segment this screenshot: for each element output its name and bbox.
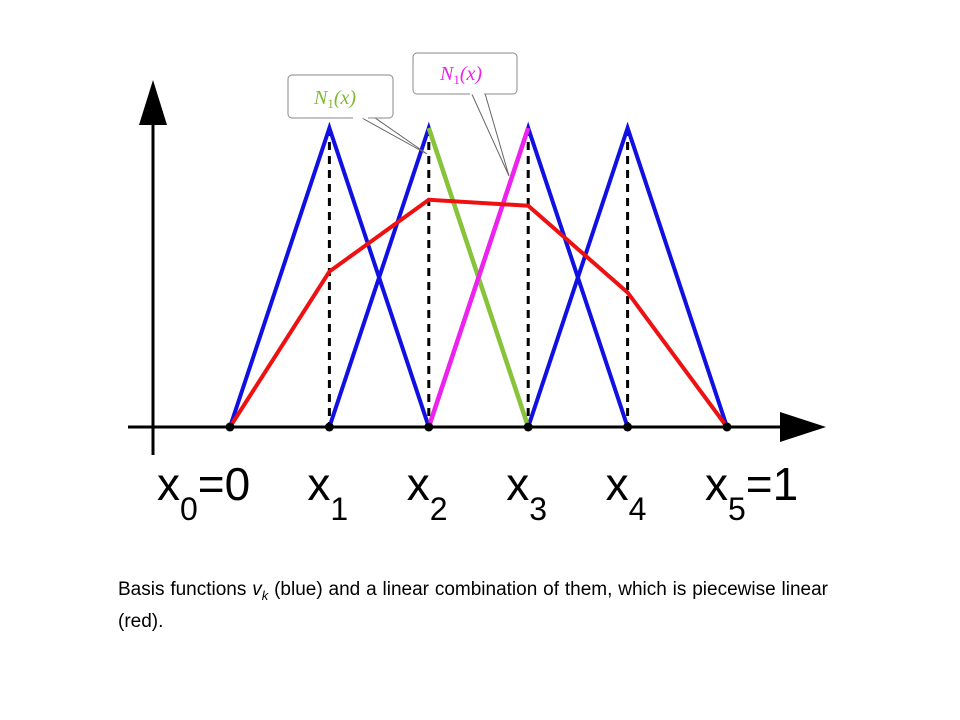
basis-function-1 (228, 121, 431, 428)
callout-magenta-box (412, 52, 518, 95)
node-label-x1: x1 (307, 458, 348, 527)
highlighted-basis-functions (426, 127, 531, 428)
callout-magenta: N1(x) (412, 52, 518, 177)
node-label-x4: x4 (606, 458, 647, 527)
caption-var: v (252, 579, 262, 600)
node-guides (327, 128, 630, 427)
node-dot-x1 (324, 422, 334, 432)
node-dot-x3 (523, 422, 533, 432)
basis-function-4 (526, 121, 729, 428)
callout-green: N1(x) (287, 74, 428, 155)
figure-caption: Basis functions vk (blue) and a linear c… (118, 579, 828, 632)
red-combination-line (228, 197, 729, 429)
node-label-x3: x3 (506, 458, 547, 527)
highlight-magenta-segment (426, 127, 531, 428)
callout-green-box (287, 74, 394, 119)
node-label-x5: x5=1 (705, 458, 798, 527)
callout-magenta-pointer (469, 89, 510, 177)
node-labels: x0=0 x1 x2 x3 x4 x5=1 (157, 458, 798, 527)
basis-functions-figure: x0=0 x1 x2 x3 x4 x5=1 N1(x) N1(x) (128, 52, 826, 527)
node-dot-x2 (424, 422, 434, 432)
callout-magenta-text: N1(x) (439, 63, 482, 87)
y-axis-arrow (139, 80, 167, 125)
node-label-x0: x0=0 (157, 458, 250, 527)
callout-green-text: N1(x) (313, 87, 356, 111)
node-dot-x0 (225, 422, 235, 432)
node-label-x2: x2 (407, 458, 448, 527)
node-dot-x4 (623, 422, 633, 432)
x-axis-arrow (780, 412, 826, 442)
node-dots (225, 422, 732, 432)
node-dot-x5 (722, 422, 732, 432)
callout-green-pointer (351, 112, 428, 155)
linear-combination (228, 197, 729, 429)
